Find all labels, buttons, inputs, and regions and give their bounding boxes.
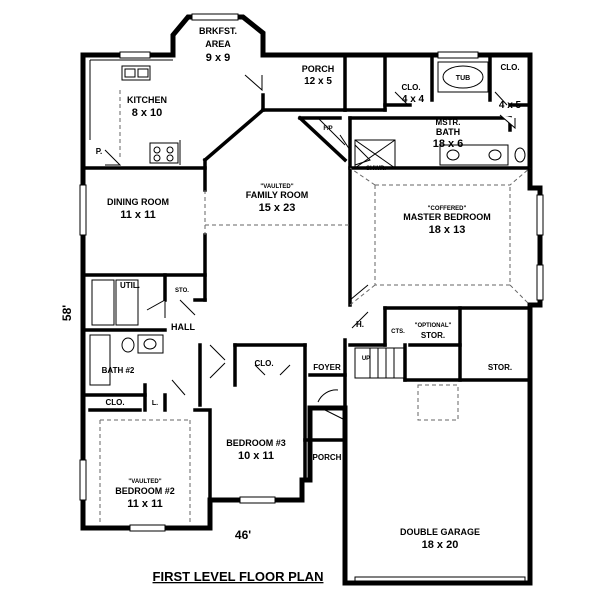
window [437, 51, 479, 59]
breakfast-label-2: AREA [205, 39, 231, 49]
fireplace [300, 117, 346, 146]
bedroom3-label: BEDROOM #3 [226, 438, 286, 448]
width-dimension: 46' [235, 528, 251, 542]
garage-door [354, 576, 526, 584]
shower-label: SHWR. [366, 166, 386, 172]
linen-label: L. [152, 400, 158, 407]
door-swing [244, 74, 263, 92]
closet-right-label: CLO. [500, 63, 519, 72]
up-label: UP [362, 356, 370, 362]
breakfast-label: BRKFST. [199, 26, 237, 36]
hall-label: HALL [171, 322, 195, 332]
bedroom2-size: 11 x 11 [127, 498, 163, 510]
cts-label: CTS. [391, 329, 405, 335]
closet-bed3-label: CLO. [254, 359, 273, 368]
door-swing [254, 364, 291, 376]
optional-stor-note: "OPTIONAL" [415, 323, 452, 329]
kitchen-sink [121, 65, 151, 81]
family-note: "VAULTED" [260, 184, 293, 190]
closet-right-size: 4 x 5 [499, 100, 522, 111]
counter [89, 59, 181, 165]
family-size: 15 x 23 [259, 202, 296, 214]
master-bed-note: "COFFERED" [428, 206, 467, 212]
door-swing [317, 389, 339, 403]
vanity-sinks [439, 144, 509, 166]
door-swing [179, 299, 196, 316]
shower [354, 139, 396, 169]
optional-stor-label: STOR. [421, 331, 445, 340]
bedroom2-label: BEDROOM #2 [115, 486, 175, 496]
window [119, 51, 151, 59]
closet-bath-label: CLO. [105, 398, 124, 407]
window [79, 459, 87, 501]
kitchen-size: 8 x 10 [132, 107, 163, 119]
coffered-ceiling [349, 167, 531, 306]
window [129, 524, 166, 532]
stairs [354, 347, 406, 379]
interior-wall [193, 408, 212, 502]
vault-line [99, 419, 191, 525]
storage-small-label: STO. [175, 288, 189, 294]
door-swing [394, 91, 409, 106]
window [536, 264, 544, 301]
door-swing [351, 311, 369, 329]
toilet [514, 147, 526, 163]
door-swing [354, 144, 371, 166]
door-swing [494, 91, 508, 106]
window [191, 13, 239, 21]
door-swing [324, 409, 346, 421]
breakfast-size: 9 x 9 [206, 52, 230, 64]
interior-wall [297, 115, 348, 163]
hall-closet-label: H. [356, 320, 364, 329]
closet-left-size: 4 x 4 [402, 94, 425, 105]
utility-label: UTIL. [120, 281, 140, 290]
master-bed-size: 18 x 13 [429, 224, 466, 236]
kitchen-label: KITCHEN [127, 95, 167, 105]
washer-dryer [91, 279, 139, 326]
master-bath-size: 18 x 6 [433, 138, 464, 150]
master-bath-label: MSTR. [436, 118, 461, 127]
window [239, 496, 276, 504]
door-swing [339, 134, 351, 151]
bath2-label: BATH #2 [102, 366, 135, 375]
door-swing [171, 379, 186, 396]
depth-dimension: 58' [60, 305, 74, 321]
door-swing [146, 299, 166, 318]
plan-title: FIRST LEVEL FLOOR PLAN [153, 569, 324, 584]
garage-label: DOUBLE GARAGE [400, 527, 480, 537]
tub [437, 61, 489, 93]
interior-wall [202, 107, 266, 163]
master-bath-label-2: BATH [436, 127, 460, 137]
window [79, 184, 87, 236]
pantry-label: P. [96, 147, 103, 156]
family-label: FAMILY ROOM [246, 190, 309, 200]
garage-size: 18 x 20 [422, 539, 459, 551]
porch-front-label: PORCH [313, 453, 342, 462]
door-swing [104, 149, 122, 166]
dining-size: 11 x 11 [120, 209, 156, 221]
porch-rear-size: 12 x 5 [304, 76, 332, 87]
dining-label: DINING ROOM [107, 197, 169, 207]
door-swing [209, 344, 226, 379]
door-swing [499, 114, 516, 130]
door-swing [349, 284, 369, 301]
tub-label: TUB [456, 75, 470, 82]
porch-rear-label: PORCH [302, 64, 335, 74]
garage-stor-label: STOR. [488, 363, 512, 372]
window [536, 194, 544, 236]
garage-slab [417, 384, 459, 421]
fp-label: F/P [323, 126, 332, 132]
master-bed-label: MASTER BEDROOM [403, 212, 491, 222]
bath2-fixtures [89, 334, 164, 386]
closet-left-label: CLO. [401, 83, 420, 92]
foyer-label: FOYER [313, 363, 341, 372]
bedroom2-note: "VAULTED" [128, 479, 161, 485]
bedroom3-size: 10 x 11 [238, 450, 274, 462]
range [149, 142, 179, 164]
